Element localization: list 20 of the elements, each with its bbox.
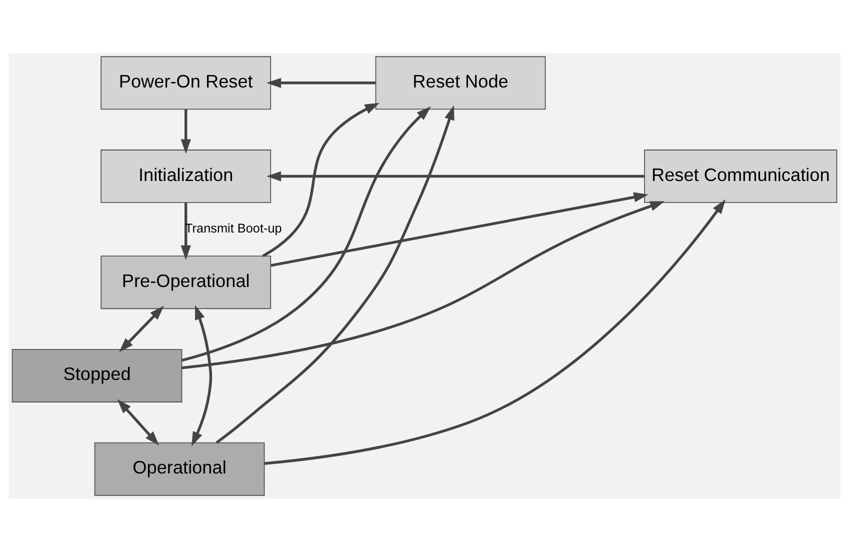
node-box: Operational: [94, 442, 265, 496]
node-box: Reset Node: [375, 56, 546, 110]
node-box: Stopped: [12, 348, 182, 402]
arrow: [182, 106, 431, 362]
arrow: [262, 102, 380, 257]
arrow: [266, 170, 644, 181]
arrow: [117, 398, 160, 446]
arrow: [119, 305, 164, 352]
node-box: Power-On Reset: [100, 56, 272, 110]
arrow: [180, 108, 191, 154]
arrow: [264, 198, 726, 464]
arrow: [192, 304, 212, 446]
arrow: [216, 104, 454, 444]
node-box: Pre-Operational: [100, 255, 272, 309]
arrow: [182, 200, 665, 369]
arrow: [266, 77, 376, 88]
arrow: [180, 202, 191, 260]
arrow: [270, 192, 648, 266]
node-box: Initialization: [100, 149, 272, 203]
node-box: Reset Communication: [644, 149, 838, 203]
